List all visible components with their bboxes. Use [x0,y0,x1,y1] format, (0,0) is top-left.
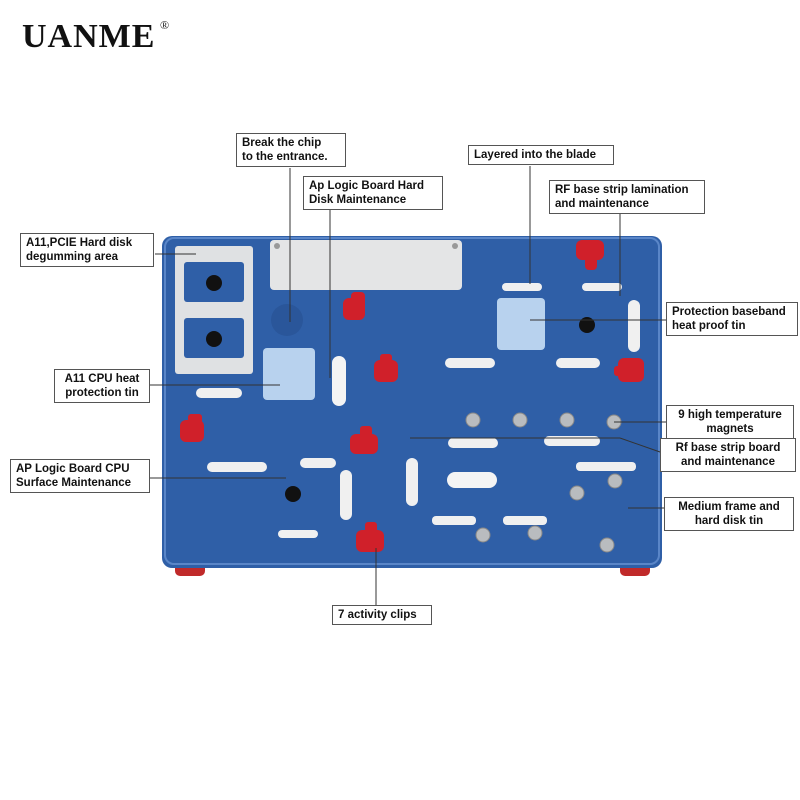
brand-logo: UANME [22,18,156,55]
callout-high-temp-magnets: 9 high temperature magnets [666,405,794,439]
callout-activity-clips: 7 activity clips [332,605,432,625]
callout-ap-cpu-surface: AP Logic Board CPU Surface Maintenance [10,459,150,493]
callout-ap-logic-hdd: Ap Logic Board Hard Disk Maintenance [303,176,443,210]
baseband-pad [497,298,545,350]
magnets [465,412,623,553]
callout-rf-lamination: RF base strip lamination and maintenance [549,180,705,214]
callout-a11-pcie: A11,PCIE Hard disk degumming area [20,233,154,267]
callout-protection-baseband: Protection baseband heat proof tin [666,302,798,336]
callout-layered-blade: Layered into the blade [468,145,614,165]
a11-cpu-pad [263,348,315,400]
callout-break-chip: Break the chip to the entrance. [236,133,346,167]
callout-medium-frame: Medium frame and hard disk tin [664,497,794,531]
ap-hdd-steel-strip [270,240,462,290]
callout-rf-board: Rf base strip board and maintenance [660,438,796,472]
leader-lines [150,166,668,606]
callout-a11-cpu: A11 CPU heat protection tin [54,369,150,403]
registered-mark: ® [160,18,170,32]
activity-clips [180,240,644,552]
